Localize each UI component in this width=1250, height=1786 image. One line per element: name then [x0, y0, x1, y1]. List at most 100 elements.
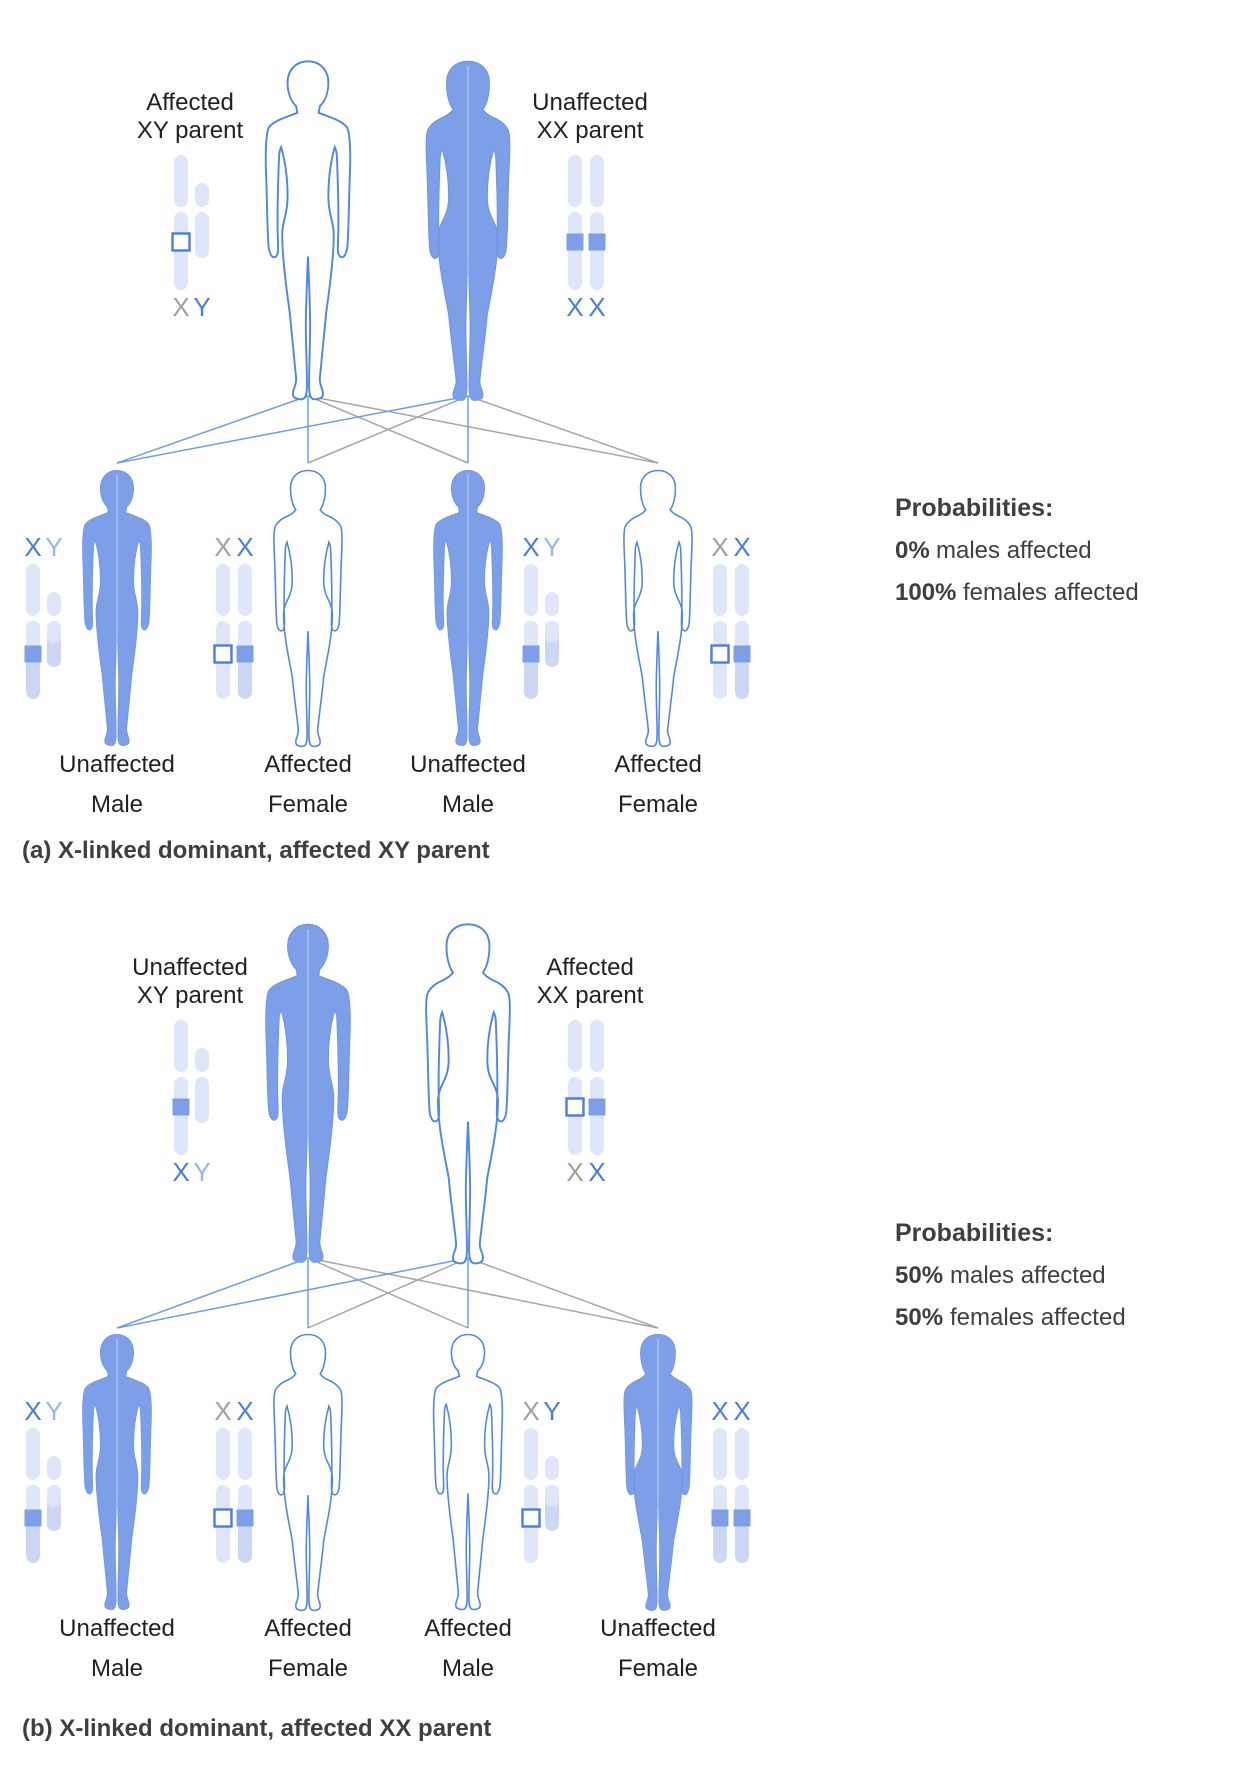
panel-b-probabilities: Probabilities: 50% males affected 50% fe…: [895, 1219, 1126, 1331]
x-chromosome: [590, 1020, 604, 1155]
y-chromosome: [47, 1456, 61, 1531]
karyotype-letter: X: [24, 1396, 41, 1426]
allele-marker-open: [710, 644, 730, 664]
probability-value: 50%: [895, 1262, 943, 1289]
child-b3-label-line2: Male: [442, 1655, 494, 1682]
child-a1-chromosomes: X Y: [24, 532, 63, 699]
karyotype-letter: X: [711, 1396, 728, 1426]
parent-b-left-chromosomes: X Y: [172, 1020, 211, 1187]
panel-a-caption: (a) X-linked dominant, affected XY paren…: [22, 837, 490, 864]
karyotype-letter: X: [711, 532, 728, 562]
child-a3-label-line1: Unaffected: [410, 751, 526, 778]
child-b1-chromosomes: X Y: [24, 1396, 63, 1563]
allele-marker-filled: [236, 645, 254, 663]
child-a2-label-line2: Female: [268, 791, 348, 818]
y-chromosome: [195, 1048, 209, 1123]
allele-marker-filled: [711, 1509, 729, 1527]
parent-a-left-label-line2: XY parent: [137, 117, 244, 144]
karyotype-letter: Y: [45, 1396, 62, 1426]
allele-marker-filled: [588, 1098, 606, 1116]
x-chromosome: [568, 1020, 582, 1155]
child-b2-chromosomes: X X: [213, 1396, 254, 1563]
probability-text: males affected: [936, 537, 1092, 564]
line-b-right-parent-child2: [307, 1257, 469, 1329]
child-a2-label-line1: Affected: [264, 751, 352, 778]
line-a-left-parent-child4: [307, 395, 659, 464]
y-chromosome: [545, 592, 559, 667]
parent-a-right-label-line1: Unaffected: [532, 89, 648, 116]
child-a1-label-line2: Male: [91, 791, 143, 818]
panel-b-cross-lines: [116, 1257, 659, 1329]
y-chromosome: [545, 1456, 559, 1531]
child-a3-label-line2: Male: [442, 791, 494, 818]
parent-b-left-label-line1: Unaffected: [132, 954, 248, 981]
probability-text: males affected: [950, 1262, 1106, 1289]
allele-marker-filled: [733, 1509, 751, 1527]
parent-b-left-label-line2: XY parent: [137, 982, 244, 1009]
karyotype-letter: X: [588, 1157, 605, 1187]
x-chromosome: [524, 1428, 538, 1563]
child-b2-label-line1: Affected: [264, 1615, 352, 1642]
x-chromosome: [26, 1428, 40, 1563]
karyotype-letter: Y: [543, 1396, 560, 1426]
x-chromosome: [238, 1428, 252, 1563]
line-b-left-parent-child1: [116, 1257, 309, 1329]
line-a-right-parent-child2: [307, 395, 469, 464]
karyotype-letter: X: [172, 1157, 189, 1187]
karyotype-letter: Y: [193, 292, 210, 322]
karyotype-letter: X: [214, 532, 231, 562]
x-chromosome: [735, 1428, 749, 1563]
allele-marker-open: [171, 232, 191, 252]
child-b4-label-line1: Unaffected: [600, 1615, 716, 1642]
allele-marker-filled: [24, 1509, 42, 1527]
allele-marker-filled: [733, 645, 751, 663]
child-a4-label-line1: Affected: [614, 751, 702, 778]
probabilities-title: Probabilities:: [895, 1219, 1053, 1247]
child-b2-label-line2: Female: [268, 1655, 348, 1682]
karyotype-letter: X: [24, 532, 41, 562]
karyotype-letter: X: [236, 532, 253, 562]
child-a2-figure-affected-female: [273, 469, 343, 748]
y-chromosome: [195, 183, 209, 258]
x-chromosome: [568, 155, 582, 290]
parent-a-right-chromosomes: X X: [566, 155, 606, 322]
child-a4-chromosomes: X X: [710, 532, 751, 699]
x-chromosome: [590, 155, 604, 290]
karyotype-letter: X: [733, 532, 750, 562]
panel-a-cross-lines: [116, 395, 659, 464]
line-b-right-parent-child4: [467, 1257, 659, 1329]
panel-b: Unaffected XY parent Affected XX parent …: [22, 923, 1126, 1742]
line-b-left-parent-child4: [307, 1257, 659, 1329]
x-chromosome: [713, 564, 727, 699]
x-chromosome: [524, 564, 538, 699]
child-a1-label-line1: Unaffected: [59, 751, 175, 778]
karyotype-letter: X: [236, 1396, 253, 1426]
child-a2-chromosomes: X X: [213, 532, 254, 699]
child-b4-label-line2: Female: [618, 1655, 698, 1682]
karyotype-letter: X: [214, 1396, 231, 1426]
allele-marker-open: [213, 1508, 233, 1528]
parent-a-left-label-line1: Affected: [146, 89, 234, 116]
allele-marker-open: [565, 1097, 585, 1117]
karyotype-letter: Y: [193, 1157, 210, 1187]
child-b3-chromosomes: X Y: [521, 1396, 561, 1563]
allele-marker-filled: [24, 645, 42, 663]
probability-text: females affected: [950, 1304, 1126, 1331]
x-chromosome: [238, 564, 252, 699]
child-a3-chromosomes: X Y: [522, 532, 561, 699]
karyotype-letter: X: [522, 532, 539, 562]
child-b2-figure-affected-female: [273, 1333, 343, 1612]
line-b-right-parent-child1: [116, 1257, 469, 1329]
allele-marker-open: [521, 1508, 541, 1528]
karyotype-letter: Y: [543, 532, 560, 562]
parent-b-right-chromosomes: X X: [565, 1020, 606, 1187]
allele-marker-filled: [522, 645, 540, 663]
probability-text: females affected: [963, 579, 1139, 606]
karyotype-letter: X: [733, 1396, 750, 1426]
child-b3-label-line1: Affected: [424, 1615, 512, 1642]
panel-a: Affected XY parent Unaffected XX parent …: [22, 60, 1139, 864]
line-a-right-parent-child4: [467, 395, 659, 464]
child-a4-figure-affected-female: [623, 469, 693, 748]
